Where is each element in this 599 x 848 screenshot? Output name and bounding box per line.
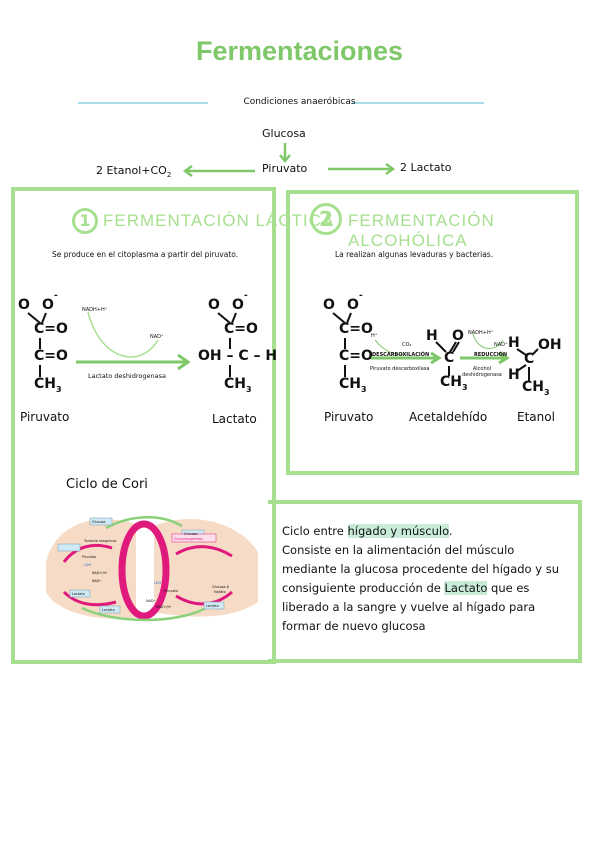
cori-cycle-diagram: Glucosa Glucosa Torrente sanguíneo Piruv…: [46, 516, 258, 622]
cori-label-pyruvate-2: Piruvato: [164, 589, 178, 593]
cori-label-ldh-2: LDH: [154, 581, 161, 585]
co2-label: CO₂: [402, 342, 412, 348]
lactic-frame: [11, 187, 276, 664]
conditions-label: Condiciones anaeróbicas: [243, 97, 356, 107]
cori-label-nadh-2: NAD+/H⁺: [156, 605, 172, 609]
ethanol-label: Etanol: [517, 410, 555, 424]
alcoholic-arrows: [371, 333, 510, 365]
pyruvate-bonds: [27, 312, 47, 377]
nadh-label: NADH+H⁺: [468, 330, 494, 336]
cori-label-nad-2: NAD⁺: [146, 599, 155, 603]
alcoholic-description: La realizan algunas levaduras y bacteria…: [335, 250, 494, 259]
pyruvate-label: Piruvato: [262, 162, 308, 175]
cori-label-gluconeogenesis: Gluconeogénesis: [174, 537, 203, 541]
flow-arrows: [182, 143, 396, 178]
nad-label: NAD⁺: [494, 342, 508, 348]
step1-label: DESCARBOXILACIÓN: [372, 352, 430, 358]
lactic-cofactor-in: NADH+H⁺: [82, 307, 108, 313]
lactic-cofactor-out: NAD⁺: [150, 334, 164, 340]
lactic-reaction-arrow: [76, 311, 191, 371]
lactic-heading: FERMENTACIÓN LÁCTICA: [103, 211, 335, 230]
cori-label-nadh-1: NAD+/H⁺: [92, 571, 108, 575]
intermediate-label: Acetaldehído: [409, 410, 488, 424]
ethanol-bonds: [516, 348, 539, 381]
cori-label-lactate-2: Lactato: [102, 608, 115, 612]
acetaldehyde-bonds: [435, 341, 460, 376]
lactic-enzyme: Lactato deshidrogenasa: [88, 372, 166, 380]
cori-label-ldh-1: LDH: [84, 563, 91, 567]
alcoholic-frame: [286, 190, 579, 475]
divider-right: [352, 102, 484, 104]
lactate-label: 2 Lactato: [400, 161, 452, 174]
cori-heading: Ciclo de Cori: [66, 477, 148, 492]
alcoholic-reactant-label: Piruvato: [324, 410, 374, 424]
cori-text-frame: [268, 500, 582, 663]
cori-label-lactate-1: Lactato: [72, 592, 85, 596]
enzyme1-label: Piruvato descarboxilasa: [370, 366, 430, 372]
h-plus-label: H⁺: [371, 333, 378, 339]
divider-left: [78, 102, 208, 104]
enzyme2-label: Alcohol deshidrogenasa: [462, 366, 502, 378]
alcoholic-heading: FERMENTACIÓN ALCOHÓLICA: [348, 211, 495, 250]
ethanol-co2-label: 2 Etanol+CO2: [96, 164, 172, 180]
lactic-description: Se produce en el citoplasma a partir del…: [52, 250, 239, 259]
cori-label-glucose-1: Glucosa: [92, 520, 106, 524]
lactate-bonds: [217, 312, 237, 377]
glucose-label: Glucosa: [262, 127, 306, 140]
cori-label-g6p-2: fosfato: [214, 590, 226, 594]
page-title: Fermentaciones: [195, 36, 404, 66]
pyruvate-bonds-2: [332, 312, 352, 377]
step2-label: REDUCCIÓN: [474, 352, 508, 358]
frame-connector: [272, 475, 276, 505]
section-number-1: 1: [72, 208, 98, 234]
lactic-reactant-label: Piruvato: [20, 410, 70, 424]
cori-highlight-organs: hígado y músculo: [347, 524, 449, 538]
cori-label-glucose-2: Glucosa: [184, 532, 198, 536]
cori-highlight-lactate: Lactato: [444, 581, 488, 595]
cori-description: Ciclo entre hígado y músculo. Consiste e…: [282, 524, 559, 633]
cori-label-pyruvate-1: Piruvato: [82, 555, 96, 559]
cori-label-blood: Torrente sanguíneo: [83, 539, 117, 543]
lactic-product-label: Lactato: [212, 412, 257, 426]
cori-label-nad-1: NAD⁺: [92, 579, 101, 583]
cori-label-g6p: Glucosa-6: [212, 585, 229, 589]
cori-label-lactate-3: Lactato: [206, 604, 219, 608]
section-number-2: 2: [310, 203, 342, 235]
